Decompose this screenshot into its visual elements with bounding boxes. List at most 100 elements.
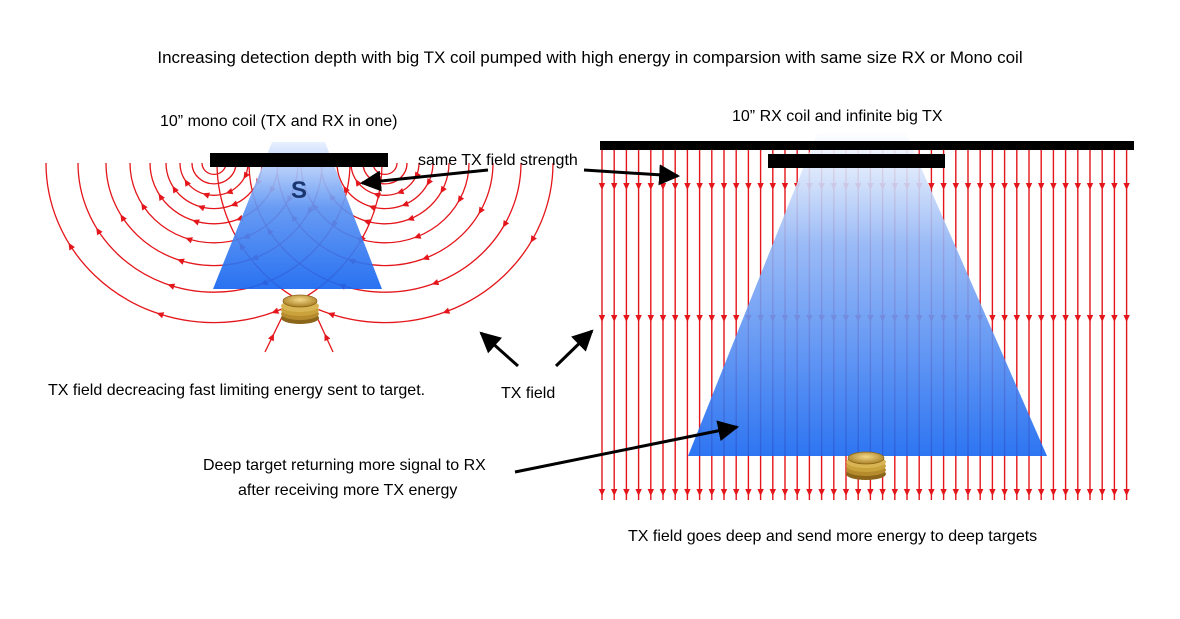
field-arrowhead — [659, 183, 667, 190]
field-arrowhead — [1038, 315, 1045, 322]
field-arrowhead — [989, 489, 996, 496]
field-arrowhead — [141, 202, 148, 211]
field-arrowhead — [396, 188, 405, 195]
field-arrowhead — [1099, 489, 1106, 496]
field-arrowhead — [696, 315, 703, 322]
field-arrowhead — [1111, 183, 1118, 190]
field-arrowhead — [158, 193, 165, 202]
field-arrowhead — [623, 315, 630, 322]
field-arrowhead — [696, 489, 703, 496]
field-arrowhead — [156, 312, 165, 319]
field-arrowhead — [867, 489, 874, 496]
field-arrowhead — [720, 489, 728, 496]
left-detection-zone — [213, 142, 382, 289]
page-title: Increasing detection depth with big TX c… — [157, 48, 1023, 67]
left-mono-coil — [210, 153, 388, 167]
field-arrowhead — [769, 183, 776, 190]
field-arrowhead — [192, 219, 200, 226]
field-arrowhead — [230, 200, 239, 207]
field-arrowhead — [1111, 489, 1118, 496]
field-arrowhead — [324, 333, 331, 342]
field-arrowhead — [598, 183, 606, 190]
field-arrowhead — [1099, 183, 1106, 190]
field-arrowhead — [708, 183, 715, 190]
field-arrowhead — [672, 183, 679, 190]
field-arrowhead — [903, 489, 911, 496]
field-arrowhead — [1062, 489, 1069, 496]
field-arrowhead — [1025, 315, 1033, 322]
field-arrowhead — [1123, 183, 1130, 190]
field-loop — [191, 162, 237, 185]
field-arrowhead — [177, 258, 185, 265]
field-arrowhead — [1123, 489, 1130, 496]
field-arrowhead — [1086, 489, 1094, 496]
field-arrowhead — [623, 489, 630, 496]
field-arrowhead — [1013, 489, 1020, 496]
field-arrowhead — [1050, 183, 1057, 190]
field-arrowhead — [406, 214, 415, 221]
field-loop — [179, 162, 249, 196]
field-arrowhead — [781, 489, 789, 496]
field-arrowhead — [355, 179, 362, 187]
field-arrowhead — [635, 315, 642, 322]
field-arrowhead — [757, 489, 764, 496]
field-arrowhead — [1001, 183, 1008, 190]
field-arrowhead — [1001, 315, 1008, 322]
field-loop — [201, 162, 227, 176]
field-arrowhead — [343, 185, 350, 194]
deep-target-label-line2: after receiving more TX energy — [238, 482, 458, 499]
field-arrowhead — [794, 489, 801, 496]
field-arrowhead — [781, 183, 789, 190]
right-rx-coil — [768, 154, 945, 168]
field-arrowhead — [1111, 315, 1118, 322]
field-arrowhead — [757, 183, 764, 190]
field-arrowhead — [1025, 183, 1033, 190]
field-arrowhead — [426, 178, 433, 186]
field-arrowhead — [623, 183, 630, 190]
field-arrowhead — [373, 192, 382, 199]
field-arrowhead — [478, 206, 485, 215]
field-arrowhead — [1086, 315, 1094, 322]
arrow-icon-tx-field-left — [479, 331, 519, 368]
field-arrowhead — [684, 183, 691, 190]
field-arrowhead — [120, 214, 127, 222]
field-arrowhead — [818, 489, 825, 496]
field-arrowhead — [327, 312, 336, 319]
field-arrowhead — [684, 489, 691, 496]
left-coin-stack-icon — [281, 294, 319, 324]
field-arrowhead — [928, 183, 935, 190]
field-arrowhead — [940, 183, 947, 190]
field-arrowhead — [225, 188, 234, 195]
field-arrowhead — [1123, 315, 1130, 322]
field-arrowhead — [733, 183, 740, 190]
left-panel-title: 10” mono coil (TX and RX in one) — [160, 113, 398, 130]
field-arrowhead — [964, 489, 972, 496]
field-arrowhead — [1025, 489, 1033, 496]
field-arrowhead — [964, 183, 972, 190]
field-arrowhead — [1050, 315, 1057, 322]
arrow-icon-same-field-right — [583, 164, 681, 186]
left-caption: TX field decreacing fast limiting energy… — [48, 382, 426, 399]
field-arrowhead — [185, 237, 193, 244]
field-arrowhead — [1086, 183, 1094, 190]
field-arrowhead — [647, 315, 654, 322]
field-arrowhead — [611, 489, 618, 496]
field-arrowhead — [401, 200, 410, 207]
field-arrowhead — [243, 171, 250, 180]
field-arrowhead — [916, 489, 923, 496]
right-coin-stack-icon — [846, 451, 886, 480]
arrow-icon-same-field-left — [359, 168, 489, 192]
field-arrowhead — [635, 489, 642, 496]
field-arrowhead — [1099, 315, 1106, 322]
tx-field-label: TX field — [501, 385, 556, 402]
field-arrowhead — [989, 183, 996, 190]
field-arrowhead — [1038, 183, 1045, 190]
deep-target-label-line1: Deep target returning more signal to RX — [203, 457, 486, 474]
arrow-icon-tx-field-right — [554, 329, 594, 368]
field-arrowhead — [598, 489, 606, 496]
field-arrowhead — [855, 489, 862, 496]
infinite-tx-coil — [600, 141, 1134, 150]
field-arrowhead — [502, 219, 510, 228]
field-arrowhead — [1074, 315, 1081, 322]
field-arrowhead — [940, 489, 947, 496]
